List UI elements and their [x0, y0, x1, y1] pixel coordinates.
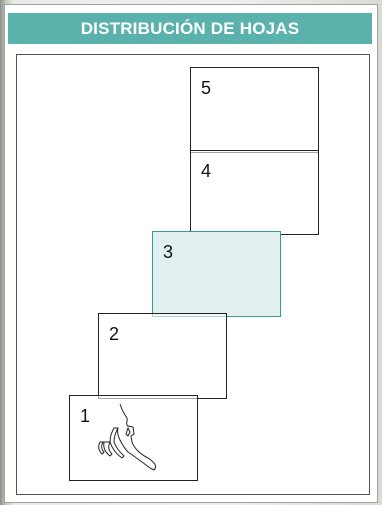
coastline-outline [70, 396, 199, 482]
sheet-3[interactable]: 3 [152, 231, 281, 317]
sheet-4-number: 4 [201, 161, 211, 182]
sheet-2[interactable]: 2 [98, 313, 227, 399]
sheet-1[interactable]: 1 [69, 395, 198, 481]
sheet-3-number: 3 [163, 242, 173, 263]
sheet-4[interactable]: 4 [190, 150, 319, 235]
panel-title: DISTRIBUCIÓN DE HOJAS [8, 13, 372, 44]
sheet-5[interactable]: 5 [190, 67, 319, 153]
sheet-5-number: 5 [201, 78, 211, 99]
sheet-index-map: 5 4 3 2 1 [16, 54, 370, 495]
sheet-2-number: 2 [109, 324, 119, 345]
